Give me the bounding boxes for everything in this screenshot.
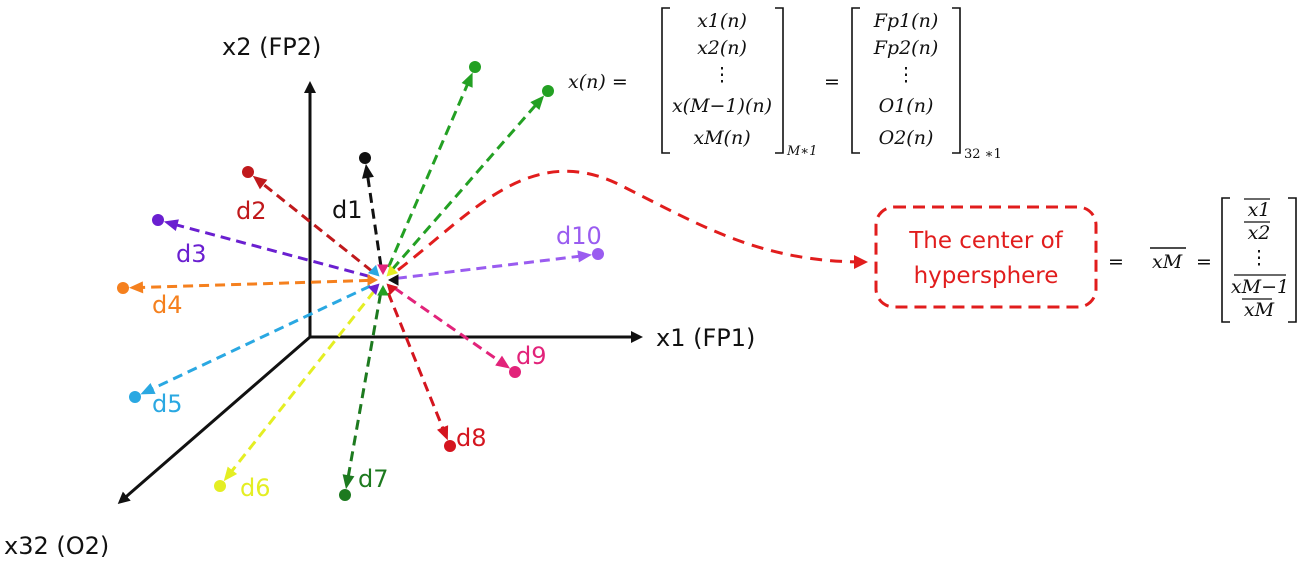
d3-label: d3: [176, 240, 207, 268]
d7-label: d7: [358, 465, 389, 493]
d8-vector-line: [386, 292, 447, 436]
center-cluster-arrowhead: [386, 264, 399, 277]
center-cluster-arrowhead: [377, 285, 389, 296]
unlabeled-sample-point: [469, 61, 481, 73]
d4-arrowhead: [129, 281, 144, 294]
x32-axis-label: x32 (O2): [4, 532, 109, 560]
d6-vector-line: [226, 290, 376, 478]
vector1-left-bracket: [661, 7, 670, 154]
center-cluster-arrowhead: [367, 264, 380, 277]
d9-vector-line: [393, 286, 507, 367]
d1-sample-point: [359, 152, 371, 164]
distance-vectors: d1 d2 d3 d4 d5 d6 d7 d8 d9 d10: [117, 61, 604, 502]
vector1-item: xM(n): [693, 127, 750, 149]
d7-vector-line: [345, 293, 383, 484]
mean-vector-item: x2: [1248, 222, 1271, 244]
center-cluster-arrowhead: [367, 274, 378, 286]
d2-sample-point: [242, 166, 254, 178]
d10-vector-line: [396, 253, 587, 280]
axes: x2 (FP2) x1 (FP1) x32 (O2): [4, 33, 755, 560]
d8-arrowhead: [437, 425, 449, 441]
d3-vector-line: [169, 221, 370, 278]
vector2-item: Fp1(n): [873, 10, 939, 32]
d6-sample-point: [214, 480, 226, 492]
d6-label: d6: [240, 474, 271, 502]
unlabeled-vector-line: [387, 77, 472, 268]
d3-arrowhead: [163, 219, 179, 231]
d7-arrowhead: [342, 474, 355, 490]
d5-arrowhead: [140, 383, 156, 395]
d6-arrowhead: [223, 466, 238, 482]
mean-equals-2: =: [1196, 251, 1212, 273]
unlabeled-arrowhead: [530, 95, 545, 110]
vector1-item: x(M−1)(n): [672, 95, 772, 117]
x2-axis-label: x2 (FP2): [222, 33, 321, 61]
d7-sample-point: [339, 489, 351, 501]
center-cluster-arrowhead: [377, 264, 389, 275]
vector1-dimension: M∗1: [786, 144, 817, 159]
vector2-item: O1(n): [879, 95, 934, 117]
d3-sample-point: [152, 214, 164, 226]
center-cluster-arrowhead: [388, 274, 399, 286]
center-box-frame: [874, 205, 1098, 309]
vector1-item: ⋮: [713, 64, 732, 86]
x1-axis-label: x1 (FP1): [656, 324, 755, 352]
d4-label: d4: [152, 291, 183, 319]
d9-arrowhead: [495, 355, 511, 369]
d5-sample-point: [129, 391, 141, 403]
hypersphere-center-box: The center of hypersphere: [874, 205, 1098, 309]
d4-vector-line: [134, 278, 370, 290]
d2-label: d2: [236, 197, 267, 225]
unlabeled-sample-point: [542, 85, 554, 97]
mean-vector-item: x1: [1248, 199, 1271, 221]
unlabeled-vector-line: [391, 99, 542, 271]
x32-axis: [117, 335, 311, 504]
vector2-item: O2(n): [879, 127, 934, 149]
center-link-curve: [397, 169, 868, 272]
d9-sample-point: [509, 366, 521, 378]
d4-sample-point: [117, 282, 129, 294]
center-cluster-arrowhead: [386, 283, 399, 296]
state-vector-equation: x(n) = x1(n) x2(n) ⋮ x(M−1)(n) xM(n) M∗1…: [568, 7, 1002, 162]
d1-vector-line: [365, 169, 383, 267]
d10-label: d10: [556, 222, 602, 250]
d5-vector-line: [145, 284, 371, 394]
center-box-line2: hypersphere: [914, 263, 1059, 289]
center-cluster-arrowhead: [367, 283, 380, 296]
vector2-right-bracket: [952, 7, 961, 154]
vector2-item: Fp2(n): [873, 37, 939, 59]
vector1-right-bracket: [775, 7, 784, 154]
equation-lhs: x(n) =: [568, 71, 628, 93]
d10-arrowhead: [577, 250, 592, 263]
d5-label: d5: [152, 390, 183, 418]
mean-vector-item: xM−1: [1231, 276, 1289, 298]
d10-sample-point: [592, 248, 604, 260]
vector1-item: x1(n): [697, 10, 747, 32]
mean-vector-left-bracket: [1221, 197, 1230, 323]
equation-equals: =: [824, 71, 840, 93]
d1-arrowhead: [362, 163, 374, 179]
d8-label: d8: [456, 424, 487, 452]
mean-vector-item: xM: [1244, 299, 1275, 321]
d1-label: d1: [332, 196, 363, 224]
center-box-line1: The center of: [908, 228, 1063, 254]
unlabeled-arrowhead: [461, 72, 473, 88]
vector2-left-bracket: [851, 7, 860, 154]
d9-label: d9: [516, 342, 547, 370]
d8-sample-point: [444, 440, 456, 452]
vector2-item: ⋮: [897, 64, 916, 86]
mean-vector-right-bracket: [1288, 197, 1297, 323]
mean-vector-equation: = xM = x1 x2 ⋮ xM−1 xM: [1108, 197, 1297, 323]
mean-symbol: xM: [1152, 251, 1183, 273]
vector1-item: x2(n): [697, 37, 747, 59]
d2-vector-line: [256, 178, 374, 273]
vector2-dimension: 32 ∗1: [964, 147, 1002, 162]
mean-equals-1: =: [1108, 251, 1124, 273]
d2-arrowhead: [252, 175, 268, 190]
mean-vector-item: ⋮: [1250, 247, 1269, 269]
